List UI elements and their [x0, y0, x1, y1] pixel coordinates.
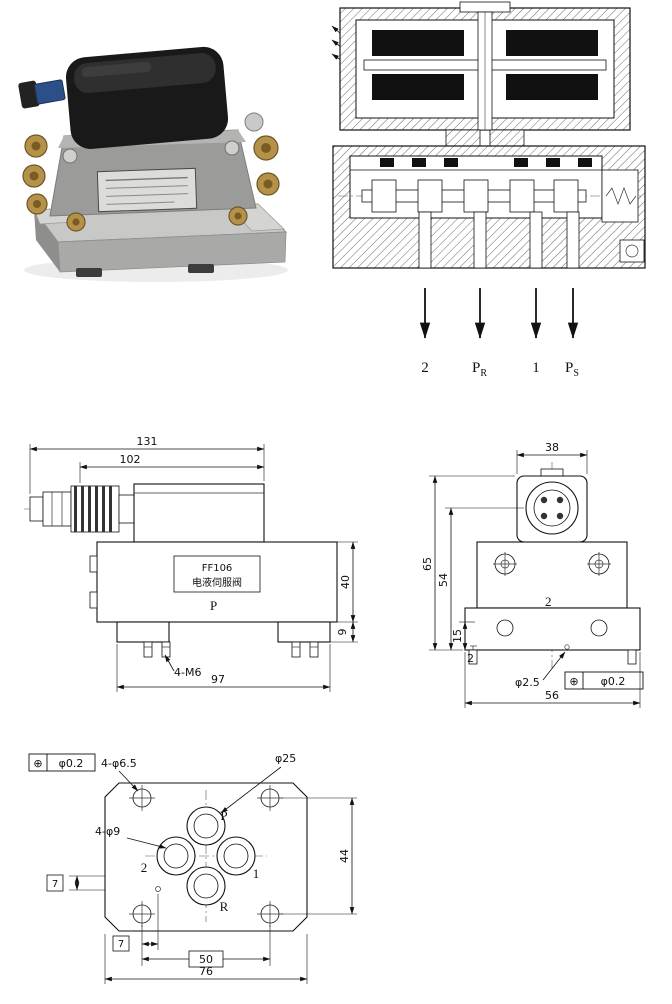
bottom-port-p-label: P [220, 808, 227, 823]
tolerance-frame: ⊕ φ0.2 [564, 671, 644, 690]
bottom-view-dimensions: ⊕ φ0.2 4-φ6.5 φ25 4-φ9 7 44 7 [28, 752, 357, 984]
bottom-port-2-label: 2 [141, 860, 148, 875]
dim-56: 56 [545, 689, 559, 702]
tolerance-frame: ⊕ φ0.2 [28, 753, 96, 772]
tolerance-symbol: ⊕ [569, 675, 578, 688]
dim-7-bottom: 7 [118, 939, 124, 950]
hole-callout-4phi9: 4-φ9 [95, 825, 120, 838]
bottom-port-r-label: R [220, 899, 229, 914]
end-port-2-label: 2 [545, 594, 552, 609]
valve-cross-section: 2 PR 1 PS [331, 1, 646, 379]
dim-2: 2 [467, 652, 474, 665]
bottom-port-1-label: 1 [253, 866, 260, 881]
plate-name: 电液伺服阀 [192, 576, 242, 589]
solenoid-cap [65, 46, 229, 149]
corner-hole [129, 785, 155, 811]
dim-44: 44 [338, 849, 351, 863]
valve-body [49, 129, 257, 217]
side-view-outline [24, 483, 338, 658]
side-view-drawing: FF106 电液伺服阀 P 131 102 40 9 4-M6 97 [24, 435, 358, 692]
dim-15: 15 [451, 629, 464, 643]
dim-38: 38 [545, 441, 559, 454]
plate-model: FF106 [202, 563, 233, 574]
dim-7-left: 7 [52, 879, 58, 890]
spool-body-section [332, 129, 646, 269]
port-label-1: 1 [532, 360, 540, 376]
dim-131: 131 [137, 435, 158, 448]
flow-arrows [419, 288, 579, 339]
dim-97: 97 [211, 673, 225, 686]
dim-65: 65 [421, 557, 434, 571]
end-view-dimensions: 38 65 54 15 2 φ2.5 ⊕ φ0.2 [421, 441, 644, 708]
bottom-view-outline [104, 782, 308, 932]
port-label-pr: PR [472, 360, 487, 379]
dim-50: 50 [199, 953, 213, 966]
torque-motor-section [339, 1, 631, 131]
tolerance-value: φ0.2 [601, 675, 626, 688]
product-photo [18, 46, 288, 282]
end-view-outline [464, 462, 641, 668]
port-bore-callout: φ25 [275, 752, 296, 765]
corner-hole [257, 785, 283, 811]
thread-callout-4m6: 4-M6 [174, 666, 201, 679]
bottom-view-drawing: P 1 2 R ⊕ φ0.2 4-φ6.5 φ25 4-φ9 7 44 [28, 752, 357, 984]
tolerance-value: φ0.2 [59, 757, 84, 770]
electrical-connector [18, 79, 66, 109]
brass-fittings [22, 112, 280, 232]
port-label-ps: PS [565, 360, 579, 379]
orifice-callout: φ2.5 [515, 676, 540, 689]
end-view-drawing: 2 38 65 54 15 2 φ2.5 ⊕ φ0.2 [421, 441, 644, 708]
dim-9: 9 [336, 629, 349, 636]
name-plate [96, 167, 198, 213]
port-bores [156, 806, 256, 906]
dim-54: 54 [437, 573, 450, 587]
corner-hole [257, 901, 283, 927]
dim-102: 102 [120, 453, 141, 466]
corner-hole-callout: 4-φ6.5 [101, 757, 137, 770]
dim-76: 76 [199, 965, 213, 978]
pilot-hole [155, 886, 161, 892]
dim-40: 40 [339, 575, 352, 589]
corner-hole [129, 901, 155, 927]
port-label-2: 2 [421, 360, 429, 376]
side-port-p-label: P [210, 598, 217, 613]
tolerance-symbol: ⊕ [33, 757, 42, 770]
side-view-dimensions: 131 102 40 9 4-M6 97 [29, 435, 358, 692]
